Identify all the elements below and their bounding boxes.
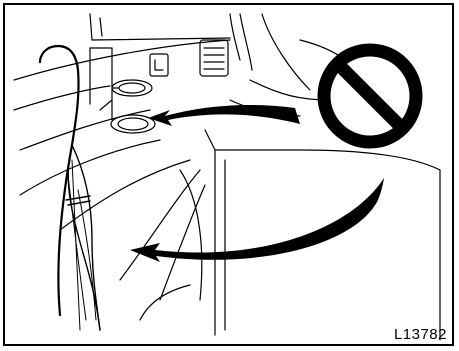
console-lines: [20, 130, 440, 340]
air-vent: [200, 40, 228, 76]
no-symbol-icon: [324, 50, 416, 142]
dashboard-lines: [14, 14, 345, 150]
switch-panel: [150, 54, 168, 76]
figure-code: L13782: [394, 326, 447, 343]
cup-holder: [90, 48, 155, 133]
